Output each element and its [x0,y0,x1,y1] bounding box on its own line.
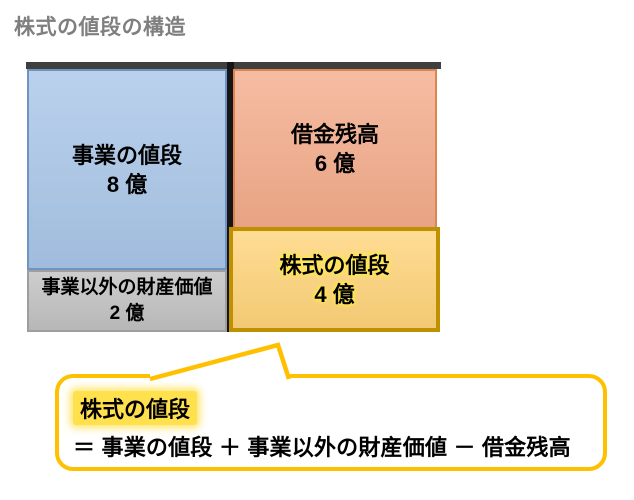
callout-content: 株式の値段 ＝ 事業の値段 ＋ 事業以外の財産価値 － 借金残高 [59,378,603,462]
callout-term-highlight: 株式の値段 [73,391,198,425]
stock-price-box: 株式の値段 4 億 [229,227,440,332]
column-divider [227,62,234,332]
non-business-asset-amount: 2 億 [109,303,145,324]
debt-balance-label: 借金残高 [290,122,379,147]
business-value-box: 事業の値段 8 億 [27,69,227,270]
debt-balance-box: 借金残高 6 億 [233,69,437,229]
callout-tail-outline [149,342,292,382]
stock-price-label: 株式の値段 [279,252,390,278]
stock-price-amount: 4 億 [314,281,355,307]
business-value-amount: 8 億 [106,171,148,197]
callout-tail [149,342,292,382]
callout-bubble: 株式の値段 ＝ 事業の値段 ＋ 事業以外の財産価値 － 借金残高 [55,374,607,471]
non-business-asset-box: 事業以外の財産価値 2 億 [27,270,227,332]
page-title: 株式の値段の構造 [14,16,186,39]
callout-formula: ＝ 事業の値段 ＋ 事業以外の財産価値 － 借金残高 [73,435,571,460]
non-business-asset-label: 事業以外の財産価値 [41,277,213,298]
debt-balance-amount: 6 億 [314,151,356,176]
business-value-label: 事業の値段 [71,142,182,168]
